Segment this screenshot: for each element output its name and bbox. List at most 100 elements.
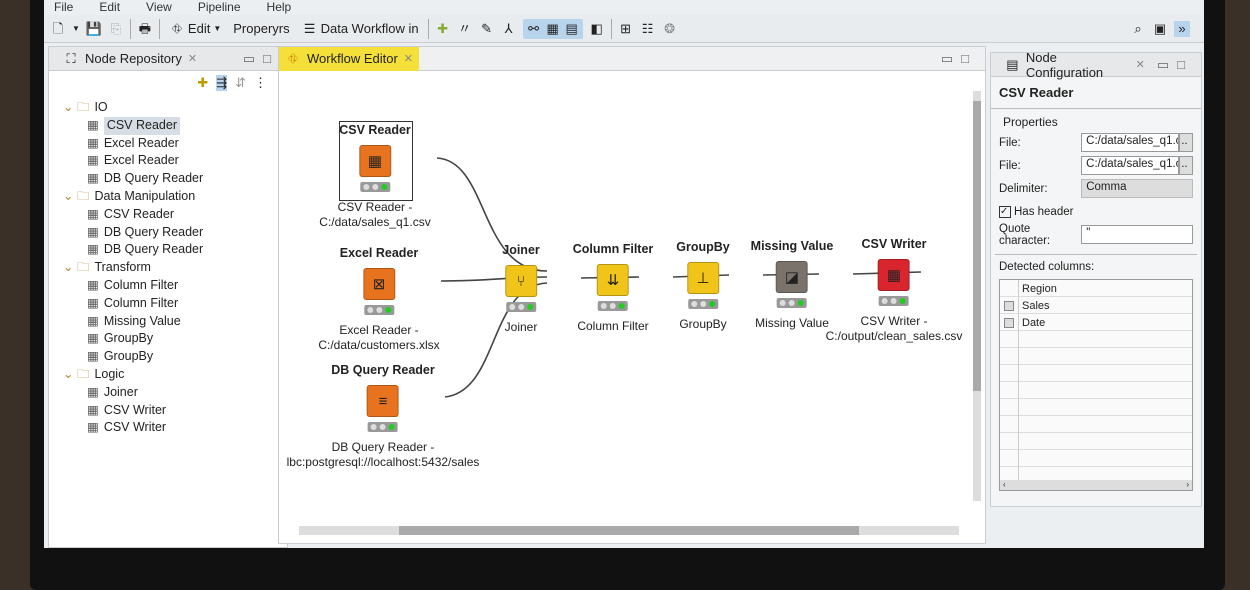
has-header-checkbox[interactable]: ✓: [999, 205, 1011, 218]
csv-writer-icon[interactable]: ▦: [878, 259, 910, 291]
table-icon[interactable]: ▦: [546, 20, 559, 36]
edit-button[interactable]: ⛗Edit▼: [166, 19, 224, 39]
save-icon[interactable]: 💾: [85, 20, 103, 36]
layout-icon[interactable]: ◧: [590, 20, 603, 36]
properties-heading: Properties: [1003, 115, 1058, 129]
tree-item[interactable]: ⌄ 🗀Transform: [59, 259, 287, 277]
horizontal-scrollbar[interactable]: [299, 526, 959, 535]
tree-item[interactable]: ▦Excel Reader: [59, 152, 287, 170]
tree-item[interactable]: ▦CSV Writer: [59, 419, 287, 437]
workflow-canvas[interactable]: CSV Reader ▦ CSV Reader - C:/data/sales_…: [279, 71, 985, 543]
browse-button[interactable]: ..: [1179, 156, 1193, 175]
view-controls[interactable]: ▭□: [940, 50, 977, 66]
menu-view[interactable]: View: [146, 0, 172, 14]
add-node-icon[interactable]: ✚: [197, 75, 209, 90]
tree-item[interactable]: ▦Column Filter: [59, 277, 287, 295]
column-row[interactable]: Date: [1000, 314, 1192, 331]
delimiter-select[interactable]: Comma: [1081, 179, 1193, 198]
node-title: Joiner: [502, 243, 540, 257]
node-label: Column Filter: [577, 319, 649, 333]
workflow-node[interactable]: Missing Value ◪ Missing Value: [751, 239, 834, 331]
tree-item[interactable]: ⌄ 🗀Logic: [59, 366, 287, 384]
align-icon[interactable]: ☷: [641, 20, 654, 36]
perspective-active-icon[interactable]: »: [1174, 20, 1190, 37]
file-input[interactable]: C:/data/sales_q1.csv: [1081, 133, 1180, 152]
csv-reader-icon[interactable]: ▦: [359, 145, 391, 177]
menu-pipeline[interactable]: Pipeline: [197, 0, 241, 14]
column-filter-icon[interactable]: ⇊: [597, 264, 629, 296]
groupby-icon[interactable]: ⊥: [686, 262, 719, 294]
wave-icon[interactable]: 〃: [458, 20, 472, 36]
column-checkbox[interactable]: [1004, 317, 1014, 328]
tree-item[interactable]: ▦DB Query Reader: [59, 224, 287, 242]
tree-item[interactable]: ▦Missing Value: [59, 313, 287, 331]
workflow-editor-tab[interactable]: ⛗Workflow Editor✕: [279, 46, 420, 71]
node-configuration-tab[interactable]: ▤Node Configuration✕ ▭□: [991, 50, 1201, 80]
new-icon[interactable]: 🗋: [52, 20, 64, 36]
panel-icon[interactable]: ▤: [565, 20, 578, 36]
vertical-scrollbar[interactable]: [973, 91, 981, 501]
missing-value-icon[interactable]: ◪: [775, 261, 808, 293]
menu-help[interactable]: Help: [266, 0, 292, 14]
tree-item[interactable]: ▦GroupBy: [59, 330, 287, 348]
tree-item[interactable]: ▦Excel Reader: [59, 135, 287, 153]
view-controls[interactable]: ▭□: [1156, 56, 1193, 72]
node-repository-panel: ⛶Node Repository✕ ▭□ ✚ ⇶ ⇵ ⋮ ⌄ 🗀IO▦CSV R…: [48, 46, 288, 548]
tree-item[interactable]: ⌄ 🗀Data Manipulation: [59, 188, 287, 206]
view-controls[interactable]: ▭□: [242, 50, 279, 66]
sort-icon[interactable]: ⇵: [235, 75, 246, 90]
more-icon[interactable]: ⋮: [254, 75, 267, 90]
quote-input[interactable]: ": [1081, 225, 1193, 244]
column-checkbox[interactable]: [1004, 300, 1014, 311]
data-workflow-button[interactable]: ☰Data Workflow in: [299, 19, 422, 39]
pencil-icon[interactable]: ✎: [481, 20, 493, 36]
filter-icon[interactable]: ⇶: [216, 75, 228, 91]
tree-item[interactable]: ▦DB Query Reader: [59, 170, 287, 188]
tree-layout-icon[interactable]: ⚯: [528, 20, 540, 36]
workflow-node[interactable]: GroupBy ⊥ GroupBy: [676, 240, 729, 332]
db-query-reader-icon[interactable]: ≡: [367, 385, 399, 417]
search-icon[interactable]: ⌕: [1134, 20, 1142, 36]
network-icon[interactable]: ⊞: [620, 20, 632, 36]
properties-button[interactable]: Properyrs: [230, 19, 292, 38]
node-icon: ▦: [87, 135, 99, 150]
close-icon[interactable]: ✕: [403, 53, 414, 65]
menu-edit[interactable]: Edit: [99, 0, 121, 14]
tree-item[interactable]: ▦DB Query Reader: [59, 241, 287, 259]
column-row[interactable]: Sales: [1000, 297, 1192, 314]
brain-icon[interactable]: ❂: [664, 20, 676, 36]
file-input[interactable]: C:/data/sales_q1.csv: [1081, 156, 1180, 175]
tree-item[interactable]: ▦CSV Reader: [59, 116, 287, 135]
workflow-node[interactable]: CSV Reader ▦ CSV Reader - C:/data/sales_…: [319, 123, 430, 230]
print-icon[interactable]: 🖶: [138, 20, 152, 36]
workflow-editor-title: Workflow Editor: [307, 51, 398, 66]
menu-file[interactable]: File: [54, 0, 74, 14]
excel-reader-icon[interactable]: ⊠: [363, 268, 395, 300]
workflow-node[interactable]: CSV Writer ▦ CSV Writer - C:/output/clea…: [826, 237, 963, 344]
node-repository-tab[interactable]: ⛶Node Repository✕ ▭□: [49, 47, 287, 71]
workflow-node[interactable]: Column Filter ⇊ Column Filter: [573, 242, 654, 334]
file-label: File:: [999, 159, 1021, 172]
tree-item[interactable]: ▦CSV Reader: [59, 206, 287, 224]
save-all-icon[interactable]: ⎘: [110, 20, 122, 36]
tree-item[interactable]: ▦Column Filter: [59, 295, 287, 313]
add-icon[interactable]: ✚: [437, 20, 449, 36]
joiner-icon[interactable]: ⑂: [504, 265, 537, 297]
table-scrollbar[interactable]: ‹›: [1000, 480, 1192, 490]
workflow-node[interactable]: DB Query Reader ≡ DB Query Reader - lbc:…: [287, 363, 480, 470]
close-icon[interactable]: ✕: [187, 53, 198, 65]
repository-icon: ⛶: [66, 50, 76, 66]
workflow-node[interactable]: Excel Reader ⊠ Excel Reader - C:/data/cu…: [318, 246, 439, 353]
tree-item[interactable]: ▦GroupBy: [59, 348, 287, 366]
column-row[interactable]: Region: [1000, 280, 1192, 297]
layout-group[interactable]: ⚯ ▦ ▤: [522, 18, 583, 39]
workflow-node[interactable]: Joiner ⑂ Joiner: [502, 243, 540, 335]
tree-item[interactable]: ⌄ 🗀IO: [59, 99, 287, 117]
hierarchy-icon[interactable]: ⅄: [504, 20, 513, 36]
tree-item[interactable]: ▦CSV Writer: [59, 402, 287, 420]
tree-item[interactable]: ▦Joiner: [59, 384, 287, 402]
browse-button[interactable]: ..: [1179, 133, 1193, 152]
config-node-title: CSV Reader: [991, 77, 1201, 109]
close-icon[interactable]: ✕: [1135, 59, 1145, 71]
perspective-icon[interactable]: ▣: [1153, 20, 1167, 36]
